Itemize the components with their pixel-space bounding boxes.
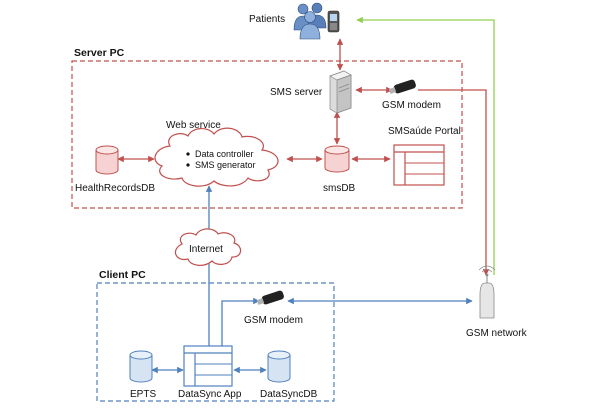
sms-db-label: smsDB: [323, 183, 356, 194]
usb-modem-icon: [388, 79, 416, 94]
cloud-icon: [174, 228, 242, 266]
cloud-icon: [154, 127, 279, 187]
database-icon: [129, 350, 153, 383]
sms-generator-label: SMS generator: [195, 160, 256, 170]
bullet-icon: [186, 163, 190, 167]
smsaude-portal-label: SMSaúde Portal: [388, 126, 461, 137]
patients-label: Patients: [249, 14, 285, 25]
antenna-icon: [478, 265, 496, 319]
edge-datasync-clientmodem: [221, 297, 260, 346]
data-controller-label: Data controller: [195, 149, 254, 159]
sms-server-label: SMS server: [270, 87, 323, 98]
database-icon: [324, 145, 350, 173]
healthrecords-db-label: HealthRecordsDB: [75, 183, 155, 194]
server-pc-title: Server PC: [74, 47, 125, 59]
gsm-modem-server-label: GSM modem: [382, 100, 441, 111]
database-icon: [95, 145, 119, 175]
database-icon: [267, 350, 291, 383]
datasync-app-label: DataSync App: [178, 389, 242, 400]
client-pc-box: [96, 282, 335, 402]
window-app-icon: [183, 345, 233, 387]
datasync-db-label: DataSyncDB: [260, 389, 318, 400]
window-app-icon: [393, 144, 445, 186]
edge-servermodem-gsmnetwork: [418, 89, 490, 276]
server-icon: [329, 70, 352, 114]
server-pc-box: [71, 60, 463, 209]
bullet-icon: [186, 152, 190, 156]
patients-icon: [293, 2, 340, 40]
usb-modem-icon: [256, 290, 284, 305]
internet-label: Internet: [189, 244, 223, 255]
gsm-modem-client-label: GSM modem: [244, 315, 303, 326]
gsm-network-label: GSM network: [466, 328, 528, 339]
client-pc-title: Client PC: [99, 269, 146, 281]
epts-label: EPTS: [130, 389, 156, 400]
web-service-label: Web service: [166, 120, 221, 131]
edge-gsmnetwork-patients: [356, 16, 495, 275]
